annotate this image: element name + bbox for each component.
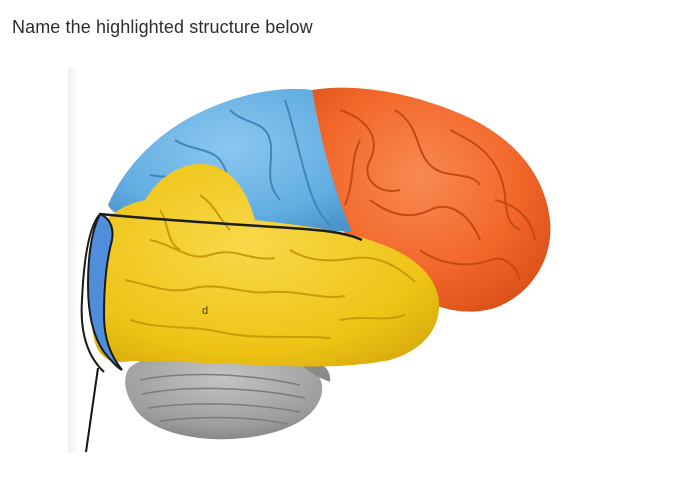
lateral-sulcus [99, 212, 363, 242]
temporal-lobe [91, 164, 440, 367]
pointer-line [85, 367, 99, 453]
structure-label-d: d [202, 305, 208, 317]
highlighted-structure [80, 212, 123, 373]
cerebellum [125, 350, 331, 440]
photo-edge [68, 68, 78, 453]
question-prompt: Name the highlighted structure below [12, 17, 313, 37]
frontal-lobe [312, 87, 551, 312]
